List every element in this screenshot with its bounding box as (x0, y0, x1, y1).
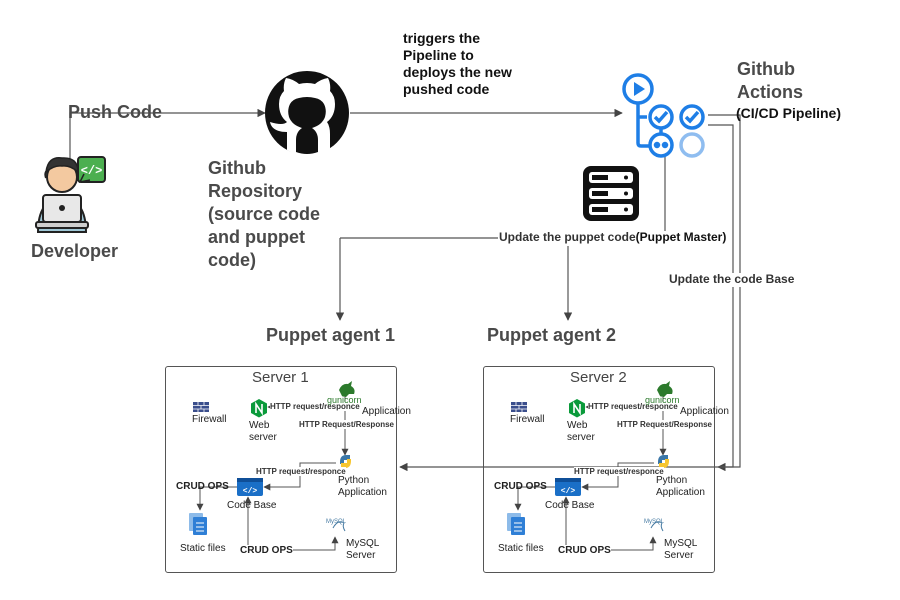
developer-label: Developer (31, 241, 119, 261)
mysql-icon (332, 521, 346, 532)
code-base-line-inner (399, 124, 734, 472)
puppet-agent-1-label: Puppet agent 1 (266, 325, 396, 345)
server-title: Server 2 (570, 369, 627, 386)
push-code-arrow (69, 108, 266, 160)
code-window-icon: </> (555, 478, 581, 496)
python-icon (340, 455, 351, 468)
http-request-low-label: HTTP request/responce (574, 467, 664, 477)
firewall-icon (193, 402, 209, 412)
svg-text:</>: </> (243, 487, 258, 496)
github-repository-label: Github Repository (source code and puppe… (208, 158, 321, 270)
update-puppet-code-label: Update the puppet code(Puppet Master) (498, 230, 728, 245)
static-files-label: Static files (498, 543, 544, 554)
cicd-pipeline-label: (CI/CD Pipeline) (736, 105, 842, 121)
server-rack-icon (583, 166, 639, 221)
puppet-master-label: (Puppet Master) (635, 230, 727, 244)
code-base-label: Code Base (545, 500, 595, 511)
update-code-base-label: Update the code Base (668, 272, 796, 287)
firewall-label: Firewall (510, 414, 545, 425)
github-icon (265, 71, 349, 156)
code-base-label: Code Base (227, 500, 277, 511)
static-files-label: Static files (180, 543, 226, 554)
crud-ops-left-label: CRUD OPS (176, 481, 229, 492)
crud-ops-left-label: CRUD OPS (494, 481, 547, 492)
mysql-icon (650, 521, 664, 532)
files-icon (507, 513, 525, 535)
http-request-low-label: HTTP request/responce (256, 467, 346, 477)
push-code-label: Push Code (68, 102, 163, 122)
developer-icon (35, 157, 89, 233)
code-window-icon: </> (237, 478, 263, 496)
triggers-label: triggers the Pipeline to deploys the new… (403, 30, 512, 97)
files-icon (189, 513, 207, 535)
svg-text:</>: </> (81, 164, 103, 178)
nginx-icon (251, 399, 267, 418)
firewall-label: Firewall (192, 414, 227, 425)
svg-text:</>: </> (561, 487, 576, 496)
gunicorn-icon (657, 381, 673, 397)
nginx-icon (569, 399, 585, 418)
server-title: Server 1 (252, 369, 309, 386)
http-request-mid-label: HTTP Request/Response (617, 420, 712, 430)
github-actions-icon (622, 73, 705, 158)
http-request-top-label: HTTP request/responce (270, 402, 360, 412)
http-request-mid-label: HTTP Request/Response (299, 420, 394, 430)
crud-ops-bottom-label: CRUD OPS (558, 545, 611, 557)
mysql-logo-text: MySQL (326, 519, 347, 525)
gunicorn-icon (339, 381, 355, 397)
mysql-logo-text: MySQL (644, 519, 665, 525)
github-actions-title: Github Actions (737, 59, 804, 102)
firewall-icon (511, 402, 527, 412)
code-tag-icon: </> (77, 156, 106, 184)
crud-ops-bottom-label: CRUD OPS (240, 545, 293, 557)
puppet-agent-2-label: Puppet agent 2 (487, 325, 617, 345)
python-icon (658, 455, 669, 468)
gunicorn-label: gunicorn (327, 395, 362, 405)
gunicorn-label: gunicorn (645, 395, 680, 405)
http-request-top-label: HTTP request/responce (588, 402, 678, 412)
